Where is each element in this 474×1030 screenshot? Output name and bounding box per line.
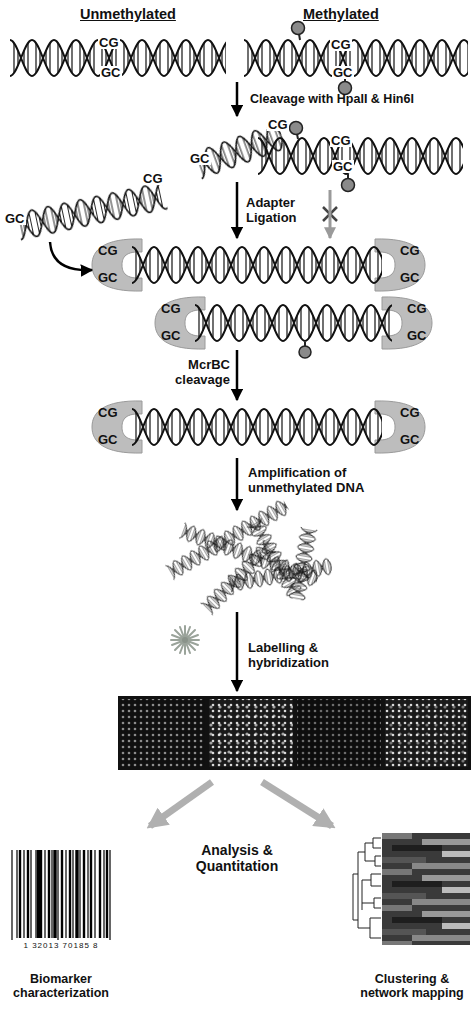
- dna-stage: CG GC: [250, 120, 472, 190]
- dna-helix: [195, 303, 392, 343]
- array-panel: [297, 699, 381, 767]
- node-text: GC: [407, 329, 427, 344]
- edge-label: McrBC cleavage: [168, 358, 230, 388]
- dna-fragment: [15, 181, 168, 242]
- node-text: CG: [142, 172, 164, 185]
- array-spot: [385, 699, 468, 767]
- dna-helix: [244, 38, 468, 78]
- array-panel: [209, 699, 293, 767]
- array-panel: [121, 699, 205, 767]
- step-label: Analysis & Quantitation: [167, 842, 307, 874]
- array-spot: [209, 699, 293, 767]
- node-text: GC: [400, 271, 420, 286]
- node-text: CG: [407, 302, 427, 317]
- barcode: [39, 850, 78, 938]
- node-text: GC: [161, 329, 181, 344]
- dna-stage: CG GC: [185, 116, 303, 182]
- column-heading: Unmethylated: [80, 6, 176, 23]
- edge-label: Cleavage with HpaII & Hin6I: [250, 92, 414, 106]
- node-text: Clustering & network mapping: [350, 972, 474, 1000]
- node-text: CG: [161, 302, 181, 317]
- node-text: GC: [189, 152, 211, 165]
- dna-stage: CG GC CG GC: [92, 238, 425, 292]
- node-text: GC: [332, 66, 354, 79]
- node-text: GC: [332, 160, 354, 173]
- dna-stage: CG GC: [238, 26, 474, 82]
- node-text: GC: [400, 433, 420, 448]
- dna-helix: [132, 407, 382, 447]
- node-text: CG: [330, 38, 352, 51]
- dna-helix: [132, 407, 382, 447]
- node-text: CG: [400, 406, 420, 421]
- process-arrow: [236, 350, 239, 400]
- analysis-arrow: [150, 782, 212, 826]
- node-text: Biomarker characterization: [0, 972, 122, 1000]
- array-shade: [121, 699, 205, 767]
- methyl-group: [299, 342, 311, 358]
- methyl-ball: [292, 22, 305, 35]
- adapter: [375, 401, 425, 453]
- dna-stage: CG GC: [0, 172, 185, 242]
- column-heading: Methylated: [303, 6, 379, 23]
- dna-stage: CG GC CG GC: [155, 296, 432, 350]
- node-text: 1 32013 70185 8: [0, 942, 122, 951]
- process-arrow: [329, 190, 332, 238]
- dna-fragment: [288, 527, 318, 601]
- dna-helix: [195, 303, 392, 343]
- dna-fragment: [228, 557, 333, 593]
- array-panel: [385, 699, 468, 767]
- process-arrow: [236, 82, 239, 116]
- dna-helix: [258, 136, 463, 176]
- adapter: [375, 239, 425, 291]
- heatmap: [382, 833, 470, 945]
- dna-stage: Clustering & network mapping: [350, 830, 474, 1006]
- step-label: Amplification of unmethylated DNA: [248, 466, 383, 496]
- dna-stage: CG GC: [0, 26, 238, 82]
- methyl-ball: [299, 346, 311, 358]
- node-text: GC: [98, 271, 118, 286]
- microarray: [118, 696, 471, 770]
- heatmap: [382, 833, 470, 945]
- methyl-ball: [290, 122, 303, 135]
- dna-helix: [258, 136, 463, 176]
- dna-fragment: [15, 181, 168, 242]
- dna-helix: [244, 38, 468, 78]
- dendrogram: [353, 838, 381, 938]
- dna-helix: [132, 245, 382, 285]
- node-text: CG: [400, 244, 420, 259]
- node-text: CG: [267, 118, 289, 131]
- methyl-ball: [342, 179, 355, 192]
- node-text: CG: [330, 134, 352, 147]
- edge-label: Adapter Ligation: [246, 196, 308, 226]
- step-label: Labelling & hybridization: [248, 641, 348, 671]
- node-text: GC: [98, 433, 118, 448]
- methyl-group: [290, 122, 355, 192]
- node-text: GC: [100, 66, 122, 79]
- node-text: CG: [98, 406, 118, 421]
- process-arrow: [50, 242, 92, 270]
- label-star: [171, 626, 199, 654]
- dna-fragment: [228, 557, 333, 593]
- process-arrow: [236, 612, 239, 691]
- label-star: [182, 637, 188, 643]
- barcode: [20, 850, 107, 938]
- dna-fragment: [288, 527, 318, 601]
- analysis-arrow: [262, 782, 332, 826]
- barcode: [12, 850, 110, 940]
- block-cross: [323, 207, 337, 221]
- node-text: CG: [98, 244, 118, 259]
- dna-stage: 1 32013 70185 8 Biomarker characterizatio…: [0, 846, 122, 1006]
- dna-stage: CG GC CG GC: [92, 400, 425, 454]
- process-arrow: [236, 458, 239, 510]
- node-text: CG: [98, 36, 120, 49]
- methyl-group: [292, 22, 352, 95]
- dna-helix: [132, 245, 382, 285]
- node-text: GC: [4, 212, 26, 225]
- array-shade: [297, 699, 381, 767]
- process-arrow: [236, 182, 239, 238]
